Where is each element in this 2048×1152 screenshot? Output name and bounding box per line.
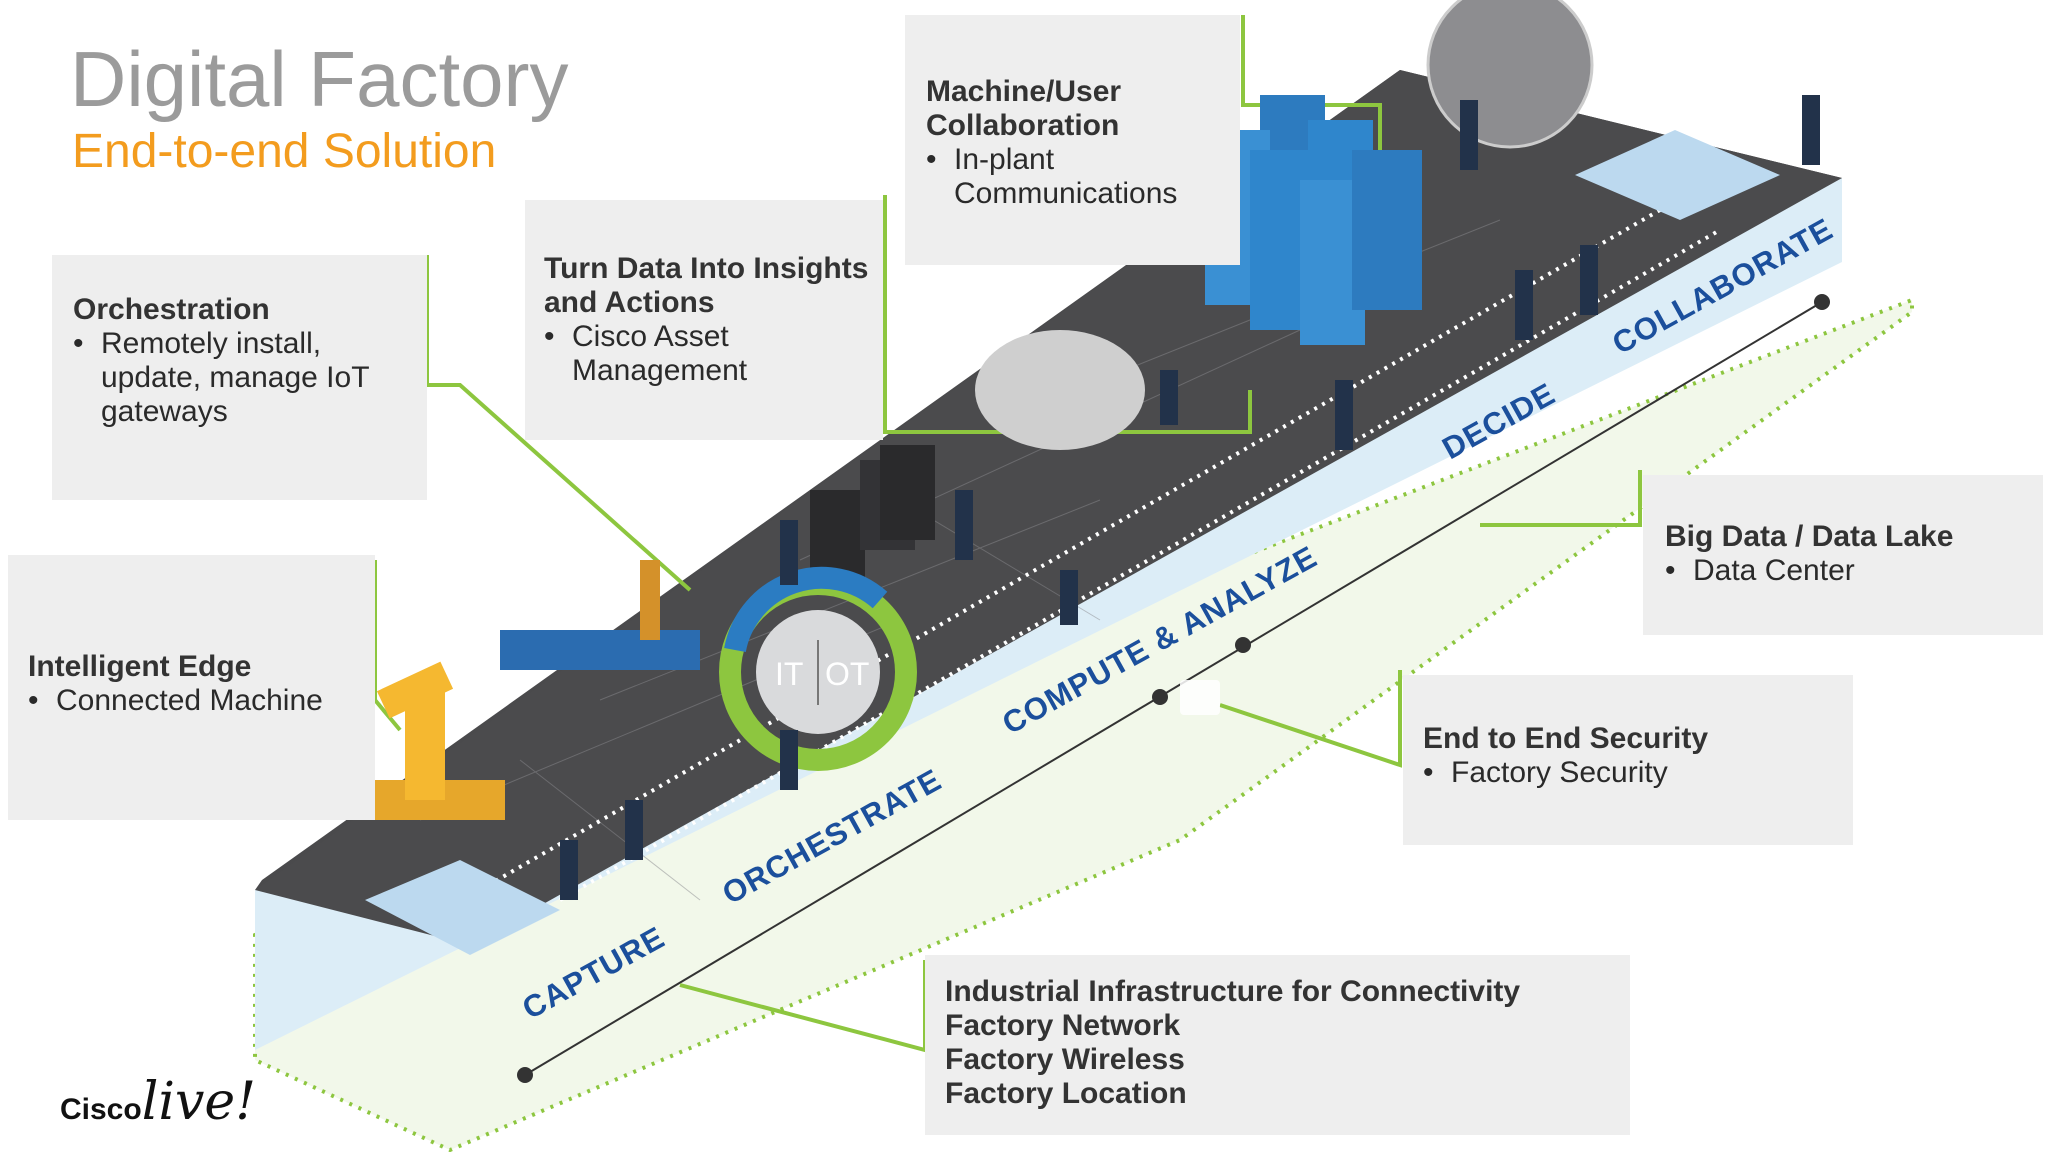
ot-label: OT [825,656,869,692]
collaboration-callout: Machine/User Collaboration •In-plant Com… [905,15,1240,265]
infrastructure-line-location: Factory Location [945,1077,1187,1110]
security-heading: End to End Security [1423,722,1709,755]
infrastructure-heading: Industrial Infrastructure for Connectivi… [945,975,1521,1008]
edge-bullet: Connected Machine [56,684,323,717]
page-title: Digital Factory [70,35,569,123]
security-bullet: Factory Security [1451,756,1668,789]
infrastructure-callout: Industrial Infrastructure for Connectivi… [925,955,1630,1135]
dotted-outline [253,297,1914,1152]
bigdata-callout: Big Data / Data Lake •Data Center [1643,475,2043,635]
timeline-dot-start [517,1067,533,1083]
timeline-dot-end [1814,294,1830,310]
workers [560,95,1820,900]
bigdata-bullet: Data Center [1693,554,1855,587]
infrastructure-line-network: Factory Network [945,1009,1181,1042]
lock-icon [1180,680,1220,715]
globe-icon [1426,0,1594,149]
orchestration-callout: Orchestration •Remotely install, update,… [52,255,427,500]
dotted-path-lower [558,228,1722,902]
timeline-dot-security [1235,637,1251,653]
edge-heading: Intelligent Edge [28,650,252,683]
orchestration-heading: Orchestration [73,293,270,326]
cloud-icon [975,330,1145,450]
security-callout: End to End Security •Factory Security [1403,675,1853,845]
edge-callout: Intelligent Edge •Connected Machine [8,555,375,820]
logo-event: live! [141,1072,257,1132]
page-subtitle: End-to-end Solution [72,125,497,178]
collaboration-heading: Machine/User Collaboration [926,75,1122,142]
it-label: IT [775,656,803,692]
robot-arm-conveyor [500,560,700,670]
logo-brand: Cisco [60,1093,142,1126]
infrastructure-line-wireless: Factory Wireless [945,1043,1185,1076]
orchestration-bullet: Remotely install, update, manage IoT gat… [101,327,369,428]
dotted-path-upper [479,208,1661,892]
timeline-line [524,301,1823,1076]
dashboard-capture-icon [365,860,560,955]
collaboration-bullet: In-plant Communications [954,143,1178,210]
timeline-dot-compute [1152,689,1168,705]
bigdata-heading: Big Data / Data Lake [1665,520,1954,553]
dashboard-collaborate-icon [1575,130,1780,220]
it-ot-cycle [719,566,917,771]
insights-callout: Turn Data Into Insights and Actions •Cis… [525,200,883,440]
insights-bullet: Cisco Asset Management [572,320,748,387]
rack-cluster [810,445,935,580]
insights-heading: Turn Data Into Insights and Actions [544,252,869,319]
robot-arm-large [345,661,505,820]
server-cluster [1205,95,1422,345]
cisco-live-logo: Ciscolive! [60,1072,256,1132]
platform-top-fill [255,70,1842,945]
